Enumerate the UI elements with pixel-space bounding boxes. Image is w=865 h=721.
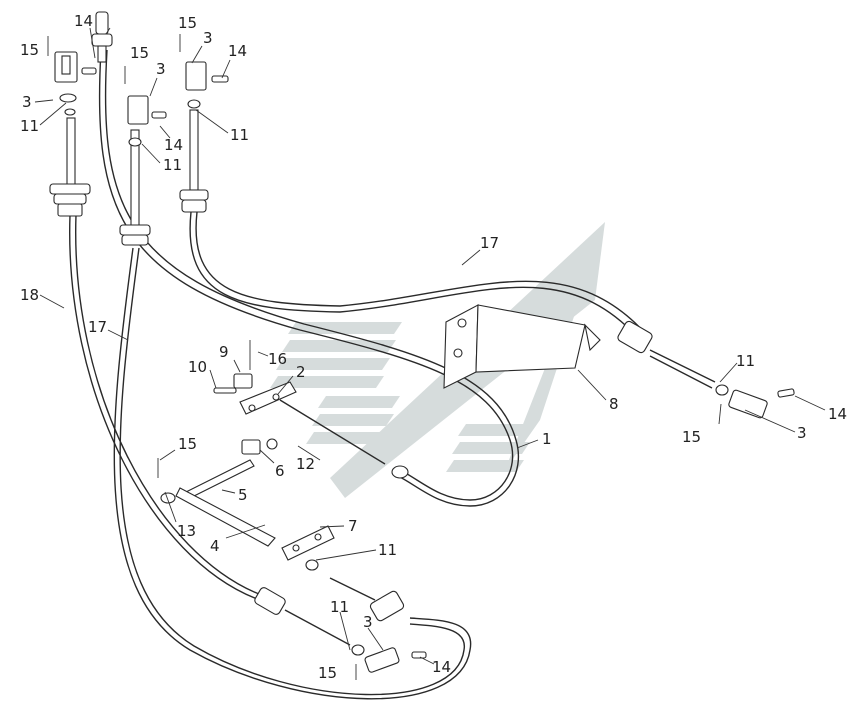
- callout-15: 15: [318, 664, 337, 682]
- callout-3: 3: [22, 93, 32, 111]
- callout-17: 17: [480, 234, 499, 252]
- callout-3: 3: [156, 60, 166, 78]
- cable-18-end-fitting: [47, 36, 97, 217]
- callout-11: 11: [330, 598, 349, 616]
- callout-1: 1: [542, 430, 552, 448]
- callout-18: 18: [20, 286, 39, 304]
- callout-11: 11: [20, 117, 39, 135]
- callout-11: 11: [230, 126, 249, 144]
- callout-15: 15: [178, 435, 197, 453]
- cable-17-upper-top-fitting: [179, 34, 229, 213]
- callout-3: 3: [363, 613, 373, 631]
- callout-9: 9: [219, 343, 229, 361]
- callout-4: 4: [210, 537, 220, 555]
- cable-18: [69, 214, 265, 601]
- cable-17-lower-end-fitting: [305, 559, 405, 622]
- callout-5: 5: [238, 486, 248, 504]
- leader-lines: [34, 27, 826, 665]
- callout-13: 13: [177, 522, 196, 540]
- callout-11: 11: [163, 156, 182, 174]
- callout-14: 14: [828, 405, 847, 423]
- callout-14: 14: [164, 136, 183, 154]
- callout-15: 15: [682, 428, 701, 446]
- callout-12: 12: [296, 455, 315, 473]
- callout-14: 14: [228, 42, 247, 60]
- cable-17-lower-top-fitting: [119, 66, 167, 246]
- callout-15: 15: [178, 14, 197, 32]
- linkage-assembly: [157, 340, 409, 561]
- callout-11: 11: [378, 541, 397, 559]
- cable-18-lower-end-fitting: [254, 587, 427, 680]
- callout-labels: 1 2 3 3 3 3 3 4 5 6 7 8 9 10 11 11 11 11…: [20, 12, 847, 682]
- bracket-8: [443, 304, 601, 389]
- callout-3: 3: [797, 424, 807, 442]
- callout-10: 10: [188, 358, 207, 376]
- cable-17-lower: [113, 247, 472, 700]
- callout-2: 2: [296, 363, 306, 381]
- callout-17: 17: [88, 318, 107, 336]
- callout-14: 14: [74, 12, 93, 30]
- callout-14: 14: [432, 658, 451, 676]
- callout-16: 16: [268, 350, 287, 368]
- callout-6: 6: [275, 462, 285, 480]
- callout-15: 15: [130, 44, 149, 62]
- cable-17-upper: [189, 211, 647, 341]
- cable-17-right-end-fitting: [617, 320, 795, 425]
- cable-1-end-fitting: [91, 11, 113, 63]
- callout-3: 3: [203, 29, 213, 47]
- callout-11: 11: [736, 352, 755, 370]
- callout-7: 7: [348, 517, 358, 535]
- callout-8: 8: [609, 395, 619, 413]
- callout-15: 15: [20, 41, 39, 59]
